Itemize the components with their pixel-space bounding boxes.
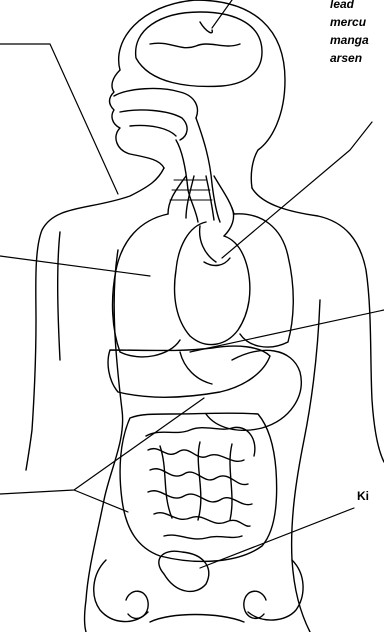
heart bbox=[175, 208, 250, 345]
pointer-intestines-a bbox=[0, 398, 204, 494]
pointer-brain bbox=[212, 0, 232, 28]
body-outline bbox=[26, 0, 384, 632]
pointer-kidney bbox=[200, 508, 354, 568]
brain bbox=[136, 12, 262, 86]
label-kidney: Ki bbox=[357, 489, 369, 503]
label-mercury: mercu bbox=[330, 15, 366, 29]
pointer-upper-left bbox=[0, 44, 118, 194]
pointer-liver bbox=[190, 310, 384, 352]
label-arsenic: arsen bbox=[330, 51, 362, 65]
pointer-intestines-b bbox=[74, 490, 128, 512]
airway bbox=[114, 89, 220, 222]
stomach bbox=[206, 350, 301, 430]
intestines bbox=[120, 413, 277, 561]
label-manganese: manga bbox=[330, 33, 369, 47]
label-lead: lead bbox=[330, 0, 354, 11]
trachea bbox=[168, 176, 234, 220]
pointer-heart bbox=[222, 122, 372, 258]
pointer-lungs bbox=[0, 256, 150, 276]
